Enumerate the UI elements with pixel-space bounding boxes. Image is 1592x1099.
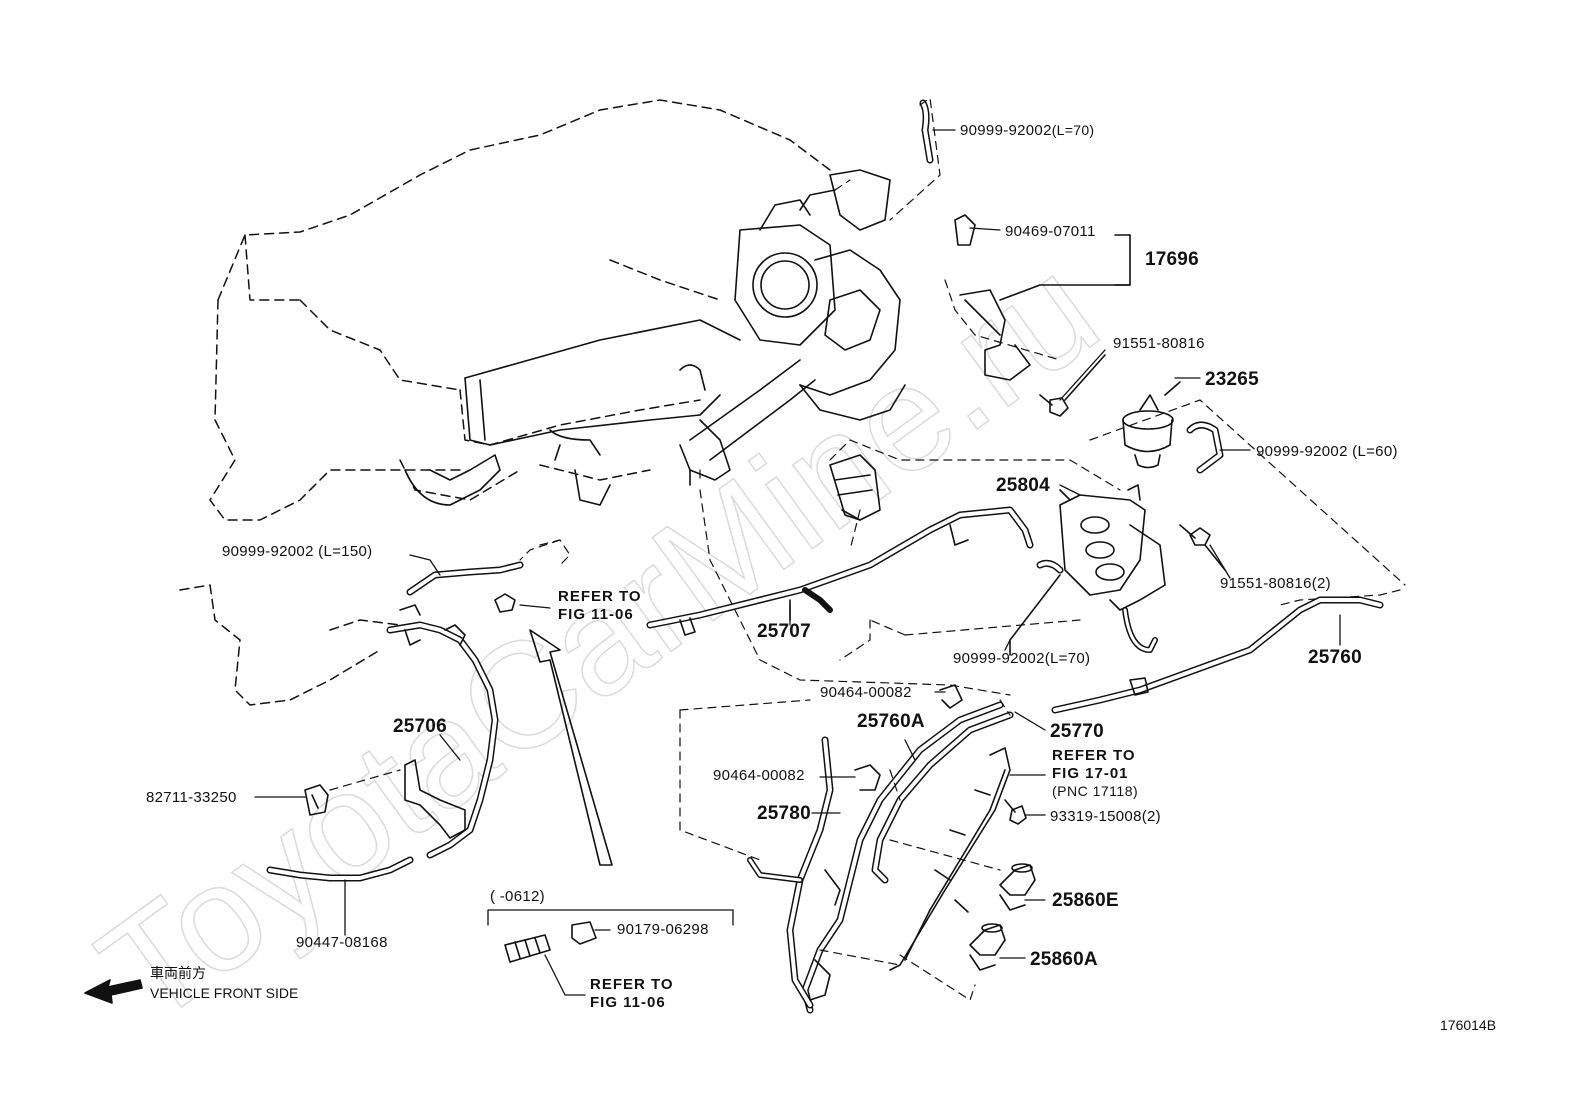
label-25780[interactable]: 25780 xyxy=(757,803,811,824)
stud-bolt xyxy=(504,934,551,963)
label-93319-15008-2[interactable]: 93319-15008(2) xyxy=(1050,808,1161,825)
left-arrow-icon xyxy=(84,979,143,1004)
label-25770[interactable]: 25770 xyxy=(1050,721,1104,742)
label-25706[interactable]: 25706 xyxy=(393,716,447,737)
pipe-25706 xyxy=(386,621,499,859)
dashed-lines-lower xyxy=(819,699,1011,1001)
leader-lines xyxy=(254,129,1341,996)
hose-25760 xyxy=(1051,596,1384,714)
label-82711-33250[interactable]: 82711-33250 xyxy=(146,789,237,806)
label-90999-92002-l70-top[interactable]: 90999-92002(L=70) xyxy=(960,122,1095,139)
label-25860A[interactable]: 25860A xyxy=(1030,949,1098,970)
hose-90999-l70-top xyxy=(834,97,941,221)
engine-outline xyxy=(179,99,831,706)
clamp-90464-a xyxy=(939,684,963,709)
vehicle-front-side-jp: 車両前方 xyxy=(150,965,206,981)
label-91551-80816-2[interactable]: 91551-80816(2) xyxy=(1220,575,1331,592)
label-90464-00082-b[interactable]: 90464-00082 xyxy=(713,767,805,784)
label-90447-08168[interactable]: 90447-08168 xyxy=(296,934,388,951)
label-17696[interactable]: 17696 xyxy=(1145,249,1199,270)
pipe-25707 xyxy=(646,506,1064,656)
label-90999-92002-l60[interactable]: 90999-92002 (L=60) xyxy=(1256,443,1398,460)
vehicle-front-side-en: VEHICLE FRONT SIDE xyxy=(150,985,299,1001)
sensor-25860E xyxy=(999,863,1036,911)
date-range-bracket xyxy=(487,909,734,926)
label-91551-80816[interactable]: 91551-80816 xyxy=(1113,335,1205,352)
vsv-assembly-25804 xyxy=(1059,484,1226,653)
sensor-25860A xyxy=(969,923,1006,971)
vsv-23265 xyxy=(1089,381,1406,586)
label-90179-06298[interactable]: 90179-06298 xyxy=(617,921,709,938)
egr-component xyxy=(829,454,881,521)
bolt-91551-top xyxy=(1039,354,1106,417)
label-90464-00082-a[interactable]: 90464-00082 xyxy=(820,684,912,701)
label-25707[interactable]: 25707 xyxy=(757,621,811,642)
label-25804[interactable]: 25804 xyxy=(996,475,1050,496)
nut-90179 xyxy=(571,921,597,945)
label-25760[interactable]: 25760 xyxy=(1308,647,1362,668)
clamp-90464-b xyxy=(854,764,881,791)
label-90999-92002-l70-mid[interactable]: 90999-92002(L=70) xyxy=(953,650,1091,667)
date-range-label: ( -0612) xyxy=(490,888,545,905)
direction-arrow-large xyxy=(529,629,613,866)
bracket-17696 xyxy=(944,214,1131,381)
clip-82711 xyxy=(304,784,329,816)
pipe-25770 xyxy=(871,711,1014,884)
label-23265[interactable]: 23265 xyxy=(1205,369,1259,390)
pipe-25780 xyxy=(747,736,841,1009)
figure-id: 176014B xyxy=(1440,1017,1497,1033)
bracket-left xyxy=(329,759,466,839)
intake-assembly xyxy=(404,169,906,506)
label-90999-92002-l150[interactable]: 90999-92002 (L=150) xyxy=(222,543,373,560)
bracket-fig17 xyxy=(889,747,1011,971)
hose-90999-l150 xyxy=(399,539,561,616)
hose-90447 xyxy=(266,856,414,882)
bolt-fig11 xyxy=(494,593,516,613)
label-90469-07011[interactable]: 90469-07011 xyxy=(1005,223,1096,240)
pipe-25760A xyxy=(801,701,1004,1014)
bolt-93319 xyxy=(1004,799,1027,825)
label-25760A[interactable]: 25760A xyxy=(857,711,925,732)
label-25860E[interactable]: 25860E xyxy=(1052,890,1119,911)
